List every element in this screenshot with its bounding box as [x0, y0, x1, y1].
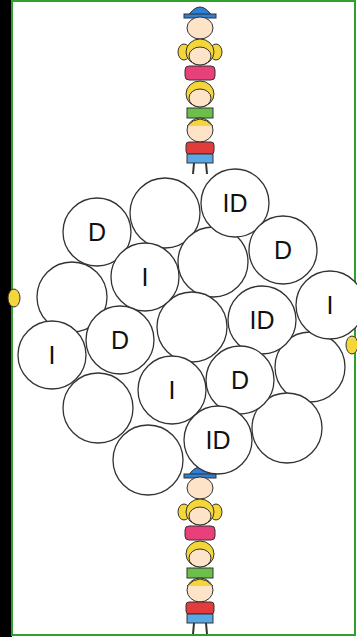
cell-letter: ID	[183, 405, 253, 475]
cell-letter: D	[248, 215, 318, 285]
letter-circle: I	[17, 320, 87, 390]
stacked-kids	[178, 7, 222, 174]
cell-letter: I	[295, 270, 357, 340]
letter-circle: ID	[227, 285, 297, 355]
cell-letter: D	[205, 345, 275, 415]
cell-letter: ID	[200, 168, 270, 238]
letter-circle: I	[110, 242, 180, 312]
left-border	[0, 0, 12, 637]
letter-circle: I	[137, 355, 207, 425]
letter-circle: ID	[200, 168, 270, 238]
cell-letter: I	[137, 355, 207, 425]
circle-outline	[295, 270, 357, 340]
cell-letter: I	[17, 320, 87, 390]
cell-letter: ID	[227, 285, 297, 355]
cell-letter: D	[62, 197, 132, 267]
letter-circle: D	[62, 197, 132, 267]
cell-letter: D	[85, 305, 155, 375]
letter-circle: D	[85, 305, 155, 375]
empty-circle	[113, 425, 183, 495]
empty-circles	[37, 178, 345, 495]
empty-circle	[63, 373, 133, 443]
stacked-kids	[178, 467, 222, 634]
letter-circle: I	[295, 270, 357, 340]
cell-letter: I	[110, 242, 180, 312]
letter-circle: ID	[183, 405, 253, 475]
letter-circle: D	[205, 345, 275, 415]
letter-circle: D	[248, 215, 318, 285]
